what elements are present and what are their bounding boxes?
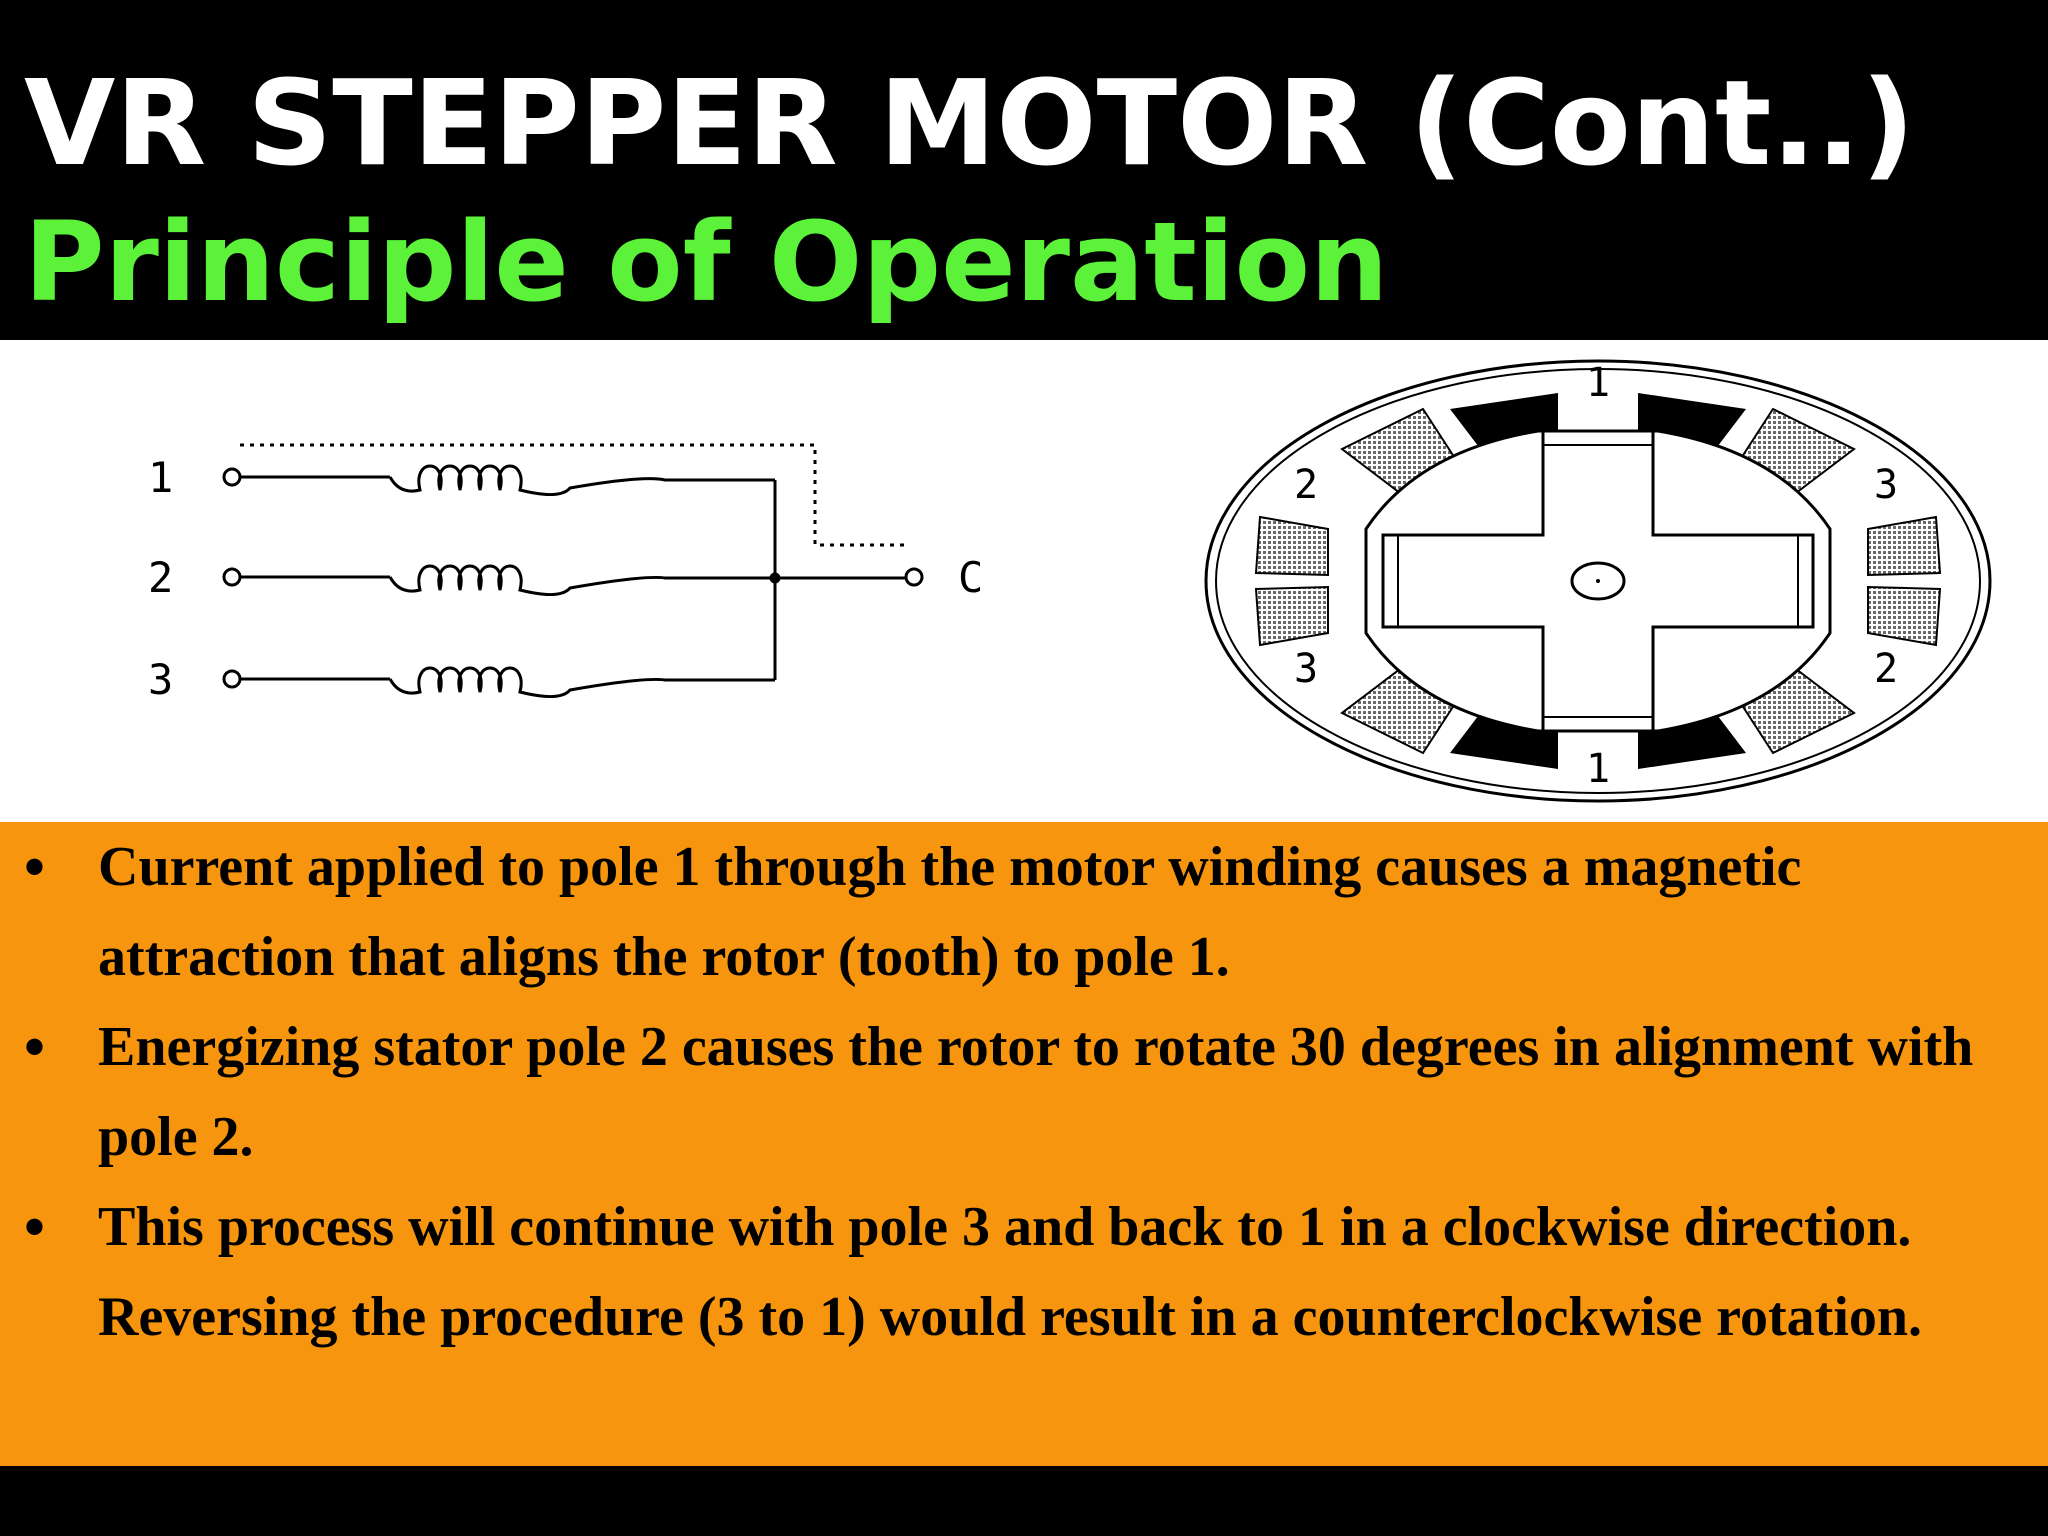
terminal-2-circle: [222, 567, 242, 587]
bullet-dot: •: [24, 1194, 46, 1260]
bullet-list: • Current applied to pole 1 through the …: [0, 822, 2048, 1362]
terminal-2-label: 2: [148, 553, 173, 602]
pole-label-2-upper: 2: [1294, 462, 1318, 508]
bullet-section: • Current applied to pole 1 through the …: [0, 822, 2048, 1466]
terminal-3-label: 3: [148, 655, 173, 704]
diagram-canvas: 1 2 3 C: [148, 359, 1992, 803]
pole-label-2-lower: 2: [1874, 646, 1898, 692]
stator-pole-right-upper: [1867, 515, 1942, 577]
pole-label-3-lower: 3: [1294, 646, 1318, 692]
motor-cross-section: [1204, 359, 1992, 803]
winding-2-coil: [388, 564, 905, 596]
terminal-c-circle: [904, 567, 924, 587]
bullet-item-3: • This process will continue with pole 3…: [0, 1182, 2048, 1362]
pole-label-1-top: 1: [1586, 360, 1610, 406]
bullet-item-2: • Energizing stator pole 2 causes the ro…: [0, 1002, 2048, 1182]
winding-3-coil: [388, 666, 775, 698]
terminal-1-circle: [222, 467, 242, 487]
wiring-diagram: [222, 443, 924, 698]
pole-label-1-bottom: 1: [1586, 746, 1610, 792]
figure-area: 1 2 3 C: [0, 340, 2048, 822]
terminal-3-circle: [222, 669, 242, 689]
footer-bar: [0, 1466, 2048, 1536]
bullet-text: This process will continue with pole 3 a…: [98, 1196, 1923, 1348]
slide-subtitle: Principle of Operation: [24, 198, 1389, 326]
bullet-dot: •: [24, 1014, 46, 1080]
bullet-text: Current applied to pole 1 through the mo…: [98, 836, 1802, 988]
stator-inner-ring: [1215, 368, 1981, 794]
stator-pole-left-lower: [1254, 585, 1329, 647]
stator-outer-ring: [1204, 359, 1992, 803]
header: VR STEPPER MOTOR (Cont..) Principle of O…: [0, 0, 2048, 340]
pole-label-3-upper: 3: [1874, 462, 1898, 508]
terminal-1-label: 1: [148, 453, 173, 502]
bullet-text: Energizing stator pole 2 causes the roto…: [98, 1016, 1974, 1168]
bullet-dot: •: [24, 834, 46, 900]
winding-1-coil: [388, 464, 775, 496]
terminal-c-label: C: [958, 553, 983, 602]
stator-pole-left-upper: [1254, 515, 1329, 577]
slide-title: VR STEPPER MOTOR (Cont..): [24, 54, 1915, 192]
junction-dot: [769, 572, 781, 584]
bullet-item-1: • Current applied to pole 1 through the …: [0, 822, 2048, 1002]
stator-pole-right-lower: [1867, 585, 1942, 647]
dotted-lead: [240, 443, 905, 547]
